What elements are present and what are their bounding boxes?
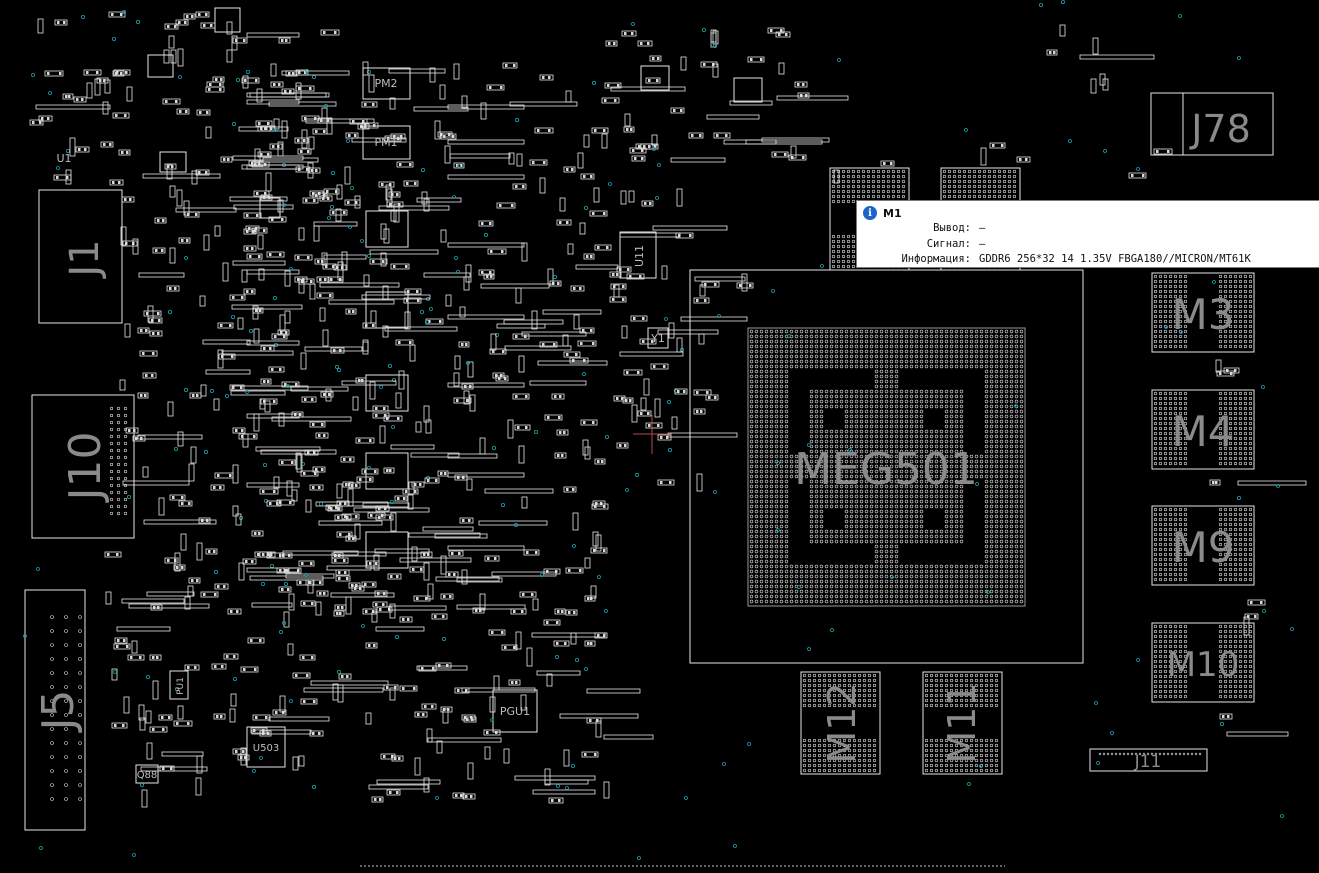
mem-chip-m4[interactable] bbox=[1151, 389, 1255, 470]
label-pm1: PM1 bbox=[374, 136, 397, 149]
label-m10: M10 bbox=[1167, 645, 1240, 685]
label-j1: J1 bbox=[62, 239, 108, 279]
label-gpu: MEG501 bbox=[794, 444, 978, 495]
connector-j5[interactable] bbox=[24, 589, 86, 831]
mem-chip-m11[interactable] bbox=[922, 671, 1003, 775]
label-m9: M9 bbox=[1172, 523, 1235, 572]
label-j78: J78 bbox=[1189, 107, 1251, 151]
mem-chip-m10[interactable] bbox=[1151, 622, 1255, 703]
label-y1: Y1 bbox=[650, 332, 665, 345]
generated-pads-and-vias bbox=[23, 0, 1307, 860]
label-pgu1: PGU1 bbox=[500, 705, 530, 718]
label-m11: M11 bbox=[940, 682, 984, 763]
connector-j1[interactable] bbox=[38, 189, 123, 324]
label-q88: Q88 bbox=[137, 770, 158, 781]
mem-chip-m3[interactable] bbox=[1151, 272, 1255, 353]
connector-j10[interactable] bbox=[31, 394, 135, 539]
label-u503: U503 bbox=[253, 743, 279, 754]
tooltip-title: M1 bbox=[883, 206, 902, 220]
mem-chip-m12[interactable] bbox=[800, 671, 881, 775]
connector-j78[interactable] bbox=[1150, 92, 1274, 156]
label-j10: J10 bbox=[60, 432, 111, 504]
board-outlines bbox=[24, 7, 1274, 867]
label-u11: U11 bbox=[633, 245, 646, 267]
label-pu1: PU1 bbox=[176, 677, 186, 695]
tooltip-row-signal: Сигнал:— bbox=[926, 238, 986, 250]
label-j5: J5 bbox=[33, 690, 84, 734]
label-m3: M3 bbox=[1172, 290, 1235, 339]
tooltip-row-info: Информация:GDDR6 256*32 14 1.35V FBGA180… bbox=[901, 253, 1251, 265]
label-j11: J11 bbox=[1134, 752, 1162, 772]
info-icon: i bbox=[863, 206, 877, 220]
label-u1: U1 bbox=[56, 152, 71, 165]
component-info-tooltip: i M1 Вывод:— Сигнал:— Информация:GDDR6 2… bbox=[856, 200, 1319, 268]
label-pm2: PM2 bbox=[374, 77, 397, 90]
label-m4: M4 bbox=[1172, 407, 1235, 456]
tooltip-row-pin: Вывод:— bbox=[933, 222, 986, 234]
mem-chip-m9[interactable] bbox=[1151, 505, 1255, 586]
crosshair-cursor bbox=[633, 415, 672, 454]
connector-j11[interactable] bbox=[1089, 748, 1208, 772]
label-m12: M12 bbox=[820, 682, 864, 763]
reference-designators: MEG501 M3 M4 M9 M10 M11 M12 J1 J10 J5 J1… bbox=[33, 77, 1251, 781]
